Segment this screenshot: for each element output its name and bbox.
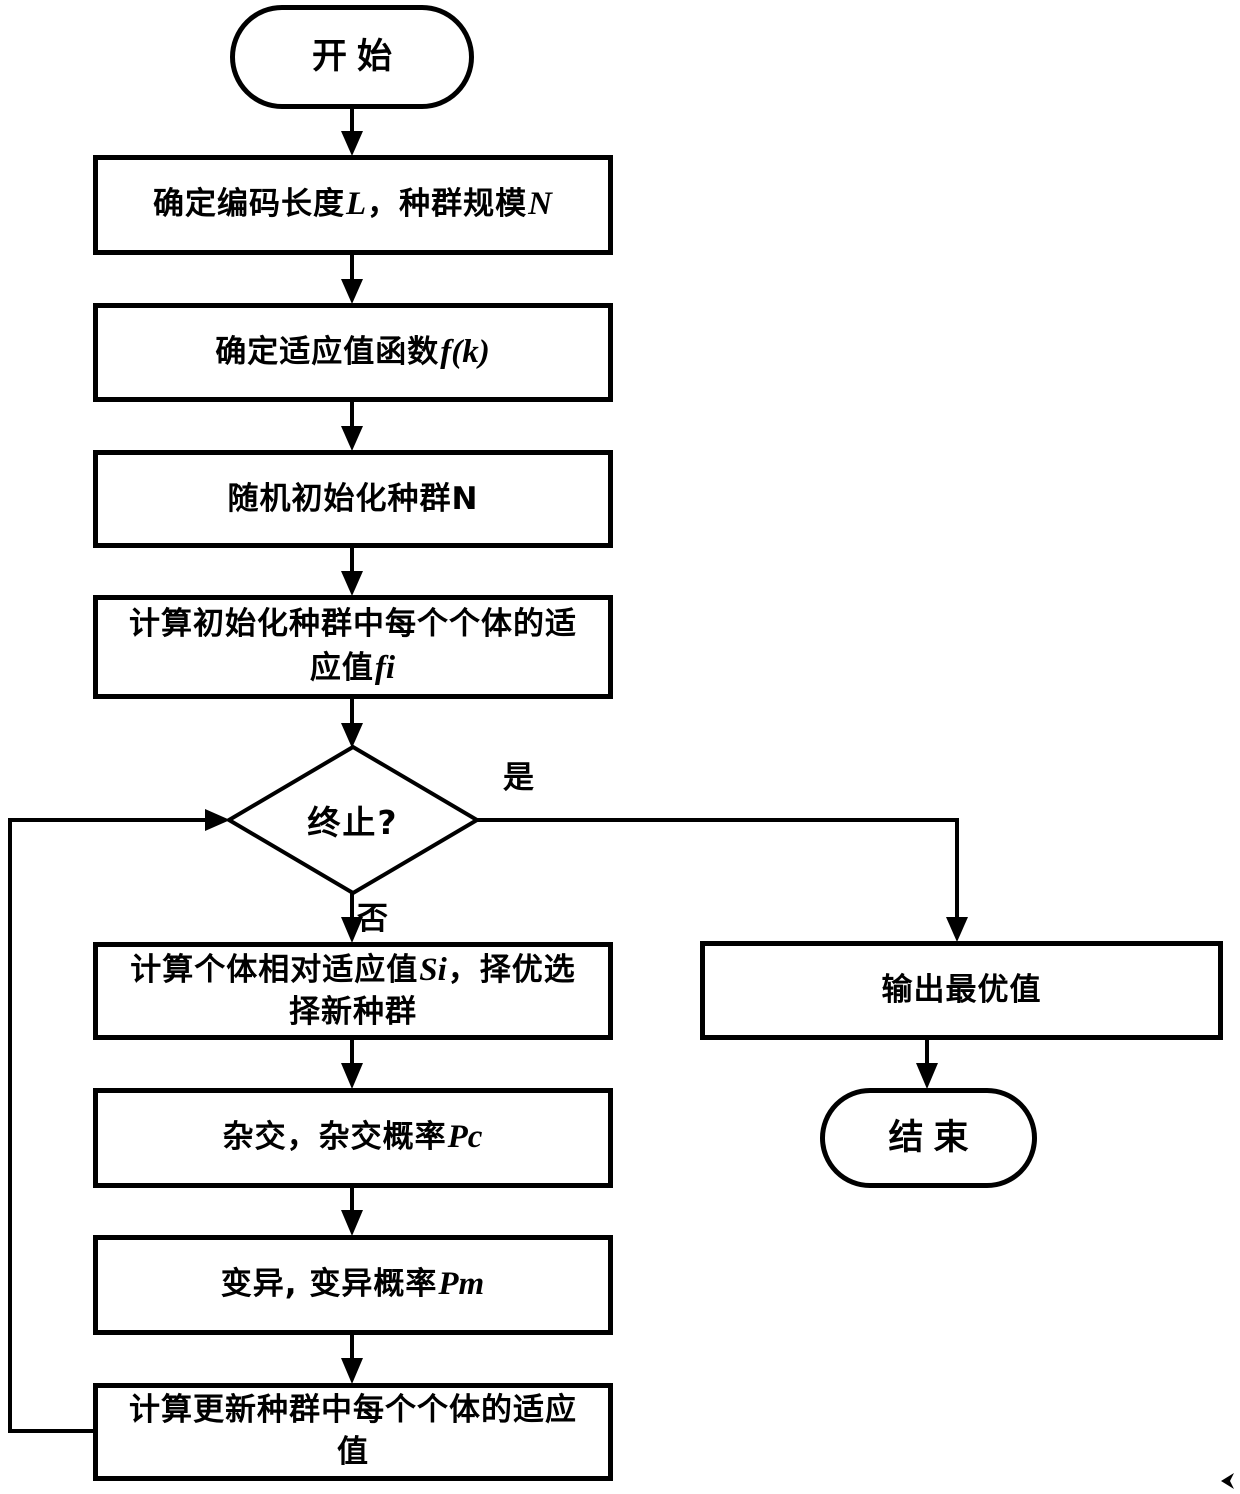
edge-start-to-step1 (341, 108, 363, 156)
step-compute-initial-fitness-line2: 应值fi (309, 649, 396, 686)
step-define-encoding-box: 确定编码长度L，种群规模N (93, 155, 613, 255)
edge-decision-no-to-step5 (341, 893, 363, 943)
start-node: 开始 (230, 5, 474, 109)
edge-label-no: 否 (357, 901, 388, 937)
decision-terminate-label: 终止? (307, 803, 399, 842)
edge-step3-to-step4 (341, 548, 363, 596)
start-label: 开始 (311, 36, 402, 77)
edge-decision-yes-to-output (477, 818, 968, 942)
end-label: 结束 (888, 1117, 979, 1158)
stray-mark (1221, 1473, 1234, 1489)
edge-label-yes: 是 (503, 760, 534, 796)
step-mutation-label: 变异, 变异概率Pm (220, 1266, 485, 1303)
output-optimal-value-box: 输出最优值 (700, 941, 1223, 1040)
edge-output-to-end (916, 1040, 938, 1089)
step-compute-updated-fitness-line2: 值 (337, 1434, 369, 1470)
edge-step7-to-step8 (341, 1335, 363, 1384)
step-define-encoding-label: 确定编码长度L，种群规模N (152, 186, 552, 223)
step-relative-fitness-line1: 计算个体相对适应值Si，择优选 (130, 951, 576, 988)
step-compute-updated-fitness-line1: 计算更新种群中每个个体的适应 (129, 1392, 577, 1429)
step-compute-initial-fitness-box: 计算初始化种群中每个个体的适 应值fi (93, 595, 613, 699)
edge-step6-to-step7 (341, 1188, 363, 1236)
decision-terminate-node: 终止? (229, 747, 477, 893)
step-crossover-box: 杂交，杂交概率Pc (93, 1088, 613, 1188)
edge-step5-to-step6 (341, 1040, 363, 1089)
step-mutation-box: 变异, 变异概率Pm (93, 1235, 613, 1335)
end-node: 结束 (820, 1088, 1037, 1188)
output-optimal-value-label: 输出最优值 (881, 972, 1042, 1009)
step-compute-updated-fitness-box: 计算更新种群中每个个体的适应 值 (93, 1383, 613, 1481)
edge-step2-to-step3 (341, 402, 363, 451)
step-compute-initial-fitness-line1: 计算初始化种群中每个个体的适 (129, 605, 577, 642)
step-fitness-function-label: 确定适应值函数f(k) (215, 333, 490, 370)
step-crossover-label: 杂交，杂交概率Pc (222, 1119, 483, 1156)
step-relative-fitness-line2: 择新种群 (289, 994, 417, 1031)
step-relative-fitness-selection-box: 计算个体相对适应值Si，择优选 择新种群 (93, 942, 613, 1040)
edge-step1-to-step2 (341, 255, 363, 304)
step-fitness-function-box: 确定适应值函数f(k) (93, 303, 613, 402)
edge-step4-to-decision (341, 699, 363, 748)
step-init-population-box: 随机初始化种群N (93, 450, 613, 548)
step-init-population-label: 随机初始化种群N (227, 480, 479, 517)
edge-step8-loop-to-decision (8, 809, 230, 1433)
